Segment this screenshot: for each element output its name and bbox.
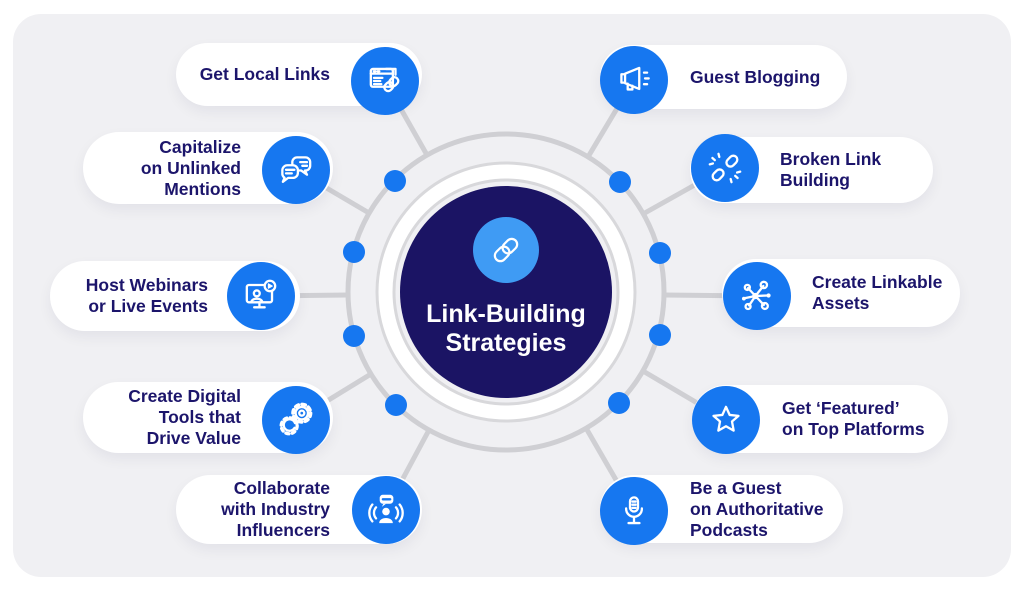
influencer-broadcast-icon — [352, 476, 420, 544]
orbit-circle — [345, 131, 667, 453]
diagram-title: Link-Building Strategies — [426, 300, 586, 357]
inner-ring — [375, 161, 637, 423]
orbit-dots — [343, 170, 671, 416]
network-nodes-icon — [723, 262, 791, 330]
gears-icon — [262, 386, 330, 454]
broken-link-icon — [691, 134, 759, 202]
microphone-icon — [600, 477, 668, 545]
center-hub: Link-Building Strategies — [400, 186, 612, 398]
star-icon — [692, 386, 760, 454]
browser-link-icon — [351, 47, 419, 115]
chain-link-icon — [473, 217, 539, 283]
webinar-screen-icon — [227, 262, 295, 330]
megaphone-icon — [600, 46, 668, 114]
chat-bubbles-icon — [262, 136, 330, 204]
